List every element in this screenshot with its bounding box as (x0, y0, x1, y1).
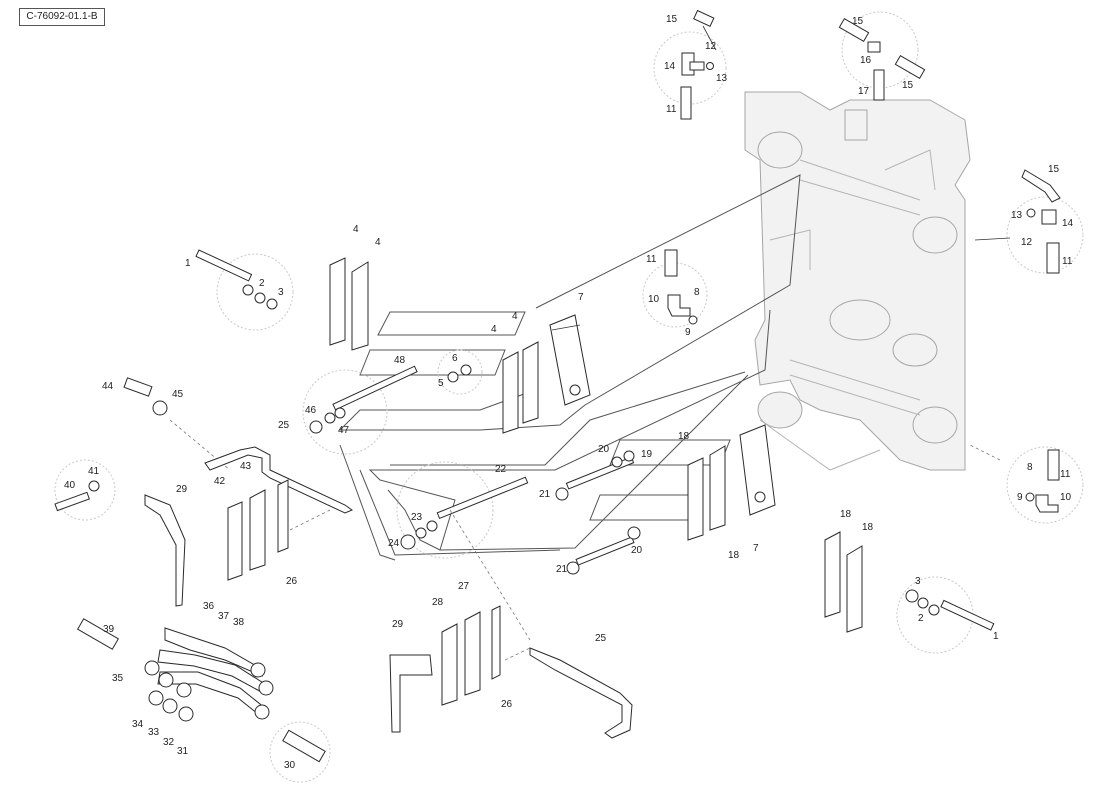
callout-label: 4 (491, 324, 497, 335)
callout-label: 11 (1060, 469, 1071, 480)
callout-label: 40 (64, 480, 76, 491)
callout-label: 22 (495, 464, 507, 475)
callout-label: 17 (858, 86, 870, 97)
callout-label: 46 (305, 405, 317, 416)
callout-label: 16 (860, 55, 872, 66)
callout-label: 33 (148, 727, 160, 738)
callout-label: 18 (840, 509, 852, 520)
callout-label: 45 (172, 389, 184, 400)
callout-label: 36 (203, 601, 215, 612)
fitting-group-lower-right (969, 444, 1084, 524)
callout-label: 11 (666, 104, 677, 115)
callout-label: 29 (176, 484, 188, 495)
bolt-21-set (555, 450, 641, 575)
callout-label: 19 (641, 449, 653, 460)
callout-label: 25 (595, 633, 607, 644)
hose-fitting-assembly (76, 618, 331, 783)
callout-labels: 15 12 14 13 11 15 16 17 15 15 13 14 12 1… (64, 14, 1074, 771)
callout-label: 20 (598, 444, 610, 455)
callout-label: 9 (685, 327, 691, 338)
callout-label: 12 (1021, 237, 1033, 248)
callout-label: 7 (753, 543, 759, 554)
callout-label: 4 (353, 224, 359, 235)
callout-label: 41 (88, 466, 100, 477)
callout-label: 26 (501, 699, 513, 710)
callout-label: 15 (666, 14, 678, 25)
callout-label: 21 (556, 564, 568, 575)
callout-label: 43 (240, 461, 252, 472)
callout-label: 18 (678, 431, 690, 442)
callout-label: 15 (1048, 164, 1060, 175)
callout-label: 8 (1027, 462, 1033, 473)
bolt-48-set (302, 349, 483, 455)
callout-label: 12 (705, 41, 717, 52)
mounting-plate-upper (338, 174, 801, 561)
callout-label: 38 (233, 617, 245, 628)
callout-label: 1 (185, 258, 191, 269)
callout-label: 18 (862, 522, 874, 533)
callout-label: 3 (915, 576, 921, 587)
callout-label: 29 (392, 619, 404, 630)
callout-label: 4 (512, 311, 518, 322)
callout-label: 15 (902, 80, 914, 91)
callout-label: 42 (214, 476, 226, 487)
callout-label: 1 (993, 631, 999, 642)
callout-label: 11 (1062, 256, 1073, 267)
bar-25-upper (204, 446, 354, 514)
clamp-18-right-set (824, 531, 995, 654)
callout-label: 20 (631, 545, 643, 556)
callout-label: 3 (278, 287, 284, 298)
callout-label: 7 (578, 292, 584, 303)
callout-label: 5 (438, 378, 444, 389)
callout-label: 23 (411, 512, 423, 523)
callout-label: 21 (539, 489, 551, 500)
callout-label: 13 (716, 73, 728, 84)
callout-label: 48 (394, 355, 406, 366)
callout-label: 25 (278, 420, 290, 431)
main-frame-ghost (744, 91, 971, 471)
callout-label: 10 (648, 294, 660, 305)
callout-label: 24 (388, 538, 400, 549)
callout-label: 37 (218, 611, 230, 622)
callout-label: 11 (646, 254, 657, 265)
callout-label: 14 (664, 61, 676, 72)
fitting-group-right (974, 169, 1084, 274)
bracket-7-upper (549, 314, 591, 406)
callout-label: 31 (177, 746, 189, 757)
lower-center-group (389, 509, 633, 739)
callout-label: 10 (1060, 492, 1072, 503)
fitting-group-top-right (838, 11, 926, 101)
bracket-29-upper-group (54, 459, 331, 607)
callout-label: 26 (286, 576, 298, 587)
callout-label: 2 (918, 613, 924, 624)
bolt-set-upper-left (195, 249, 294, 331)
callout-label: 30 (284, 760, 296, 771)
elbow-fitting-group (642, 249, 708, 328)
callout-label: 39 (103, 624, 115, 635)
callout-label: 32 (163, 737, 175, 748)
callout-label: 15 (852, 16, 864, 27)
clamp-18-bracket-7-lower (687, 424, 776, 541)
bolt-44-45 (123, 377, 231, 471)
clamp-block-4-set (329, 257, 539, 434)
callout-label: 28 (432, 597, 444, 608)
callout-label: 34 (132, 719, 144, 730)
fitting-group-top-left (653, 9, 727, 120)
drawing-reference-label: C-76092-01.1-B (19, 8, 105, 26)
callout-label: 6 (452, 353, 458, 364)
callout-label: 44 (102, 381, 114, 392)
callout-label: 13 (1011, 210, 1023, 221)
callout-label: 8 (694, 287, 700, 298)
callout-label: 14 (1062, 218, 1074, 229)
callout-label: 27 (458, 581, 470, 592)
bolt-22-set (396, 461, 529, 559)
callout-label: 2 (259, 278, 265, 289)
callout-label: 4 (375, 237, 381, 248)
callout-label: 18 (728, 550, 740, 561)
callout-label: 9 (1017, 492, 1023, 503)
callout-label: 47 (338, 425, 350, 436)
callout-label: 35 (112, 673, 124, 684)
